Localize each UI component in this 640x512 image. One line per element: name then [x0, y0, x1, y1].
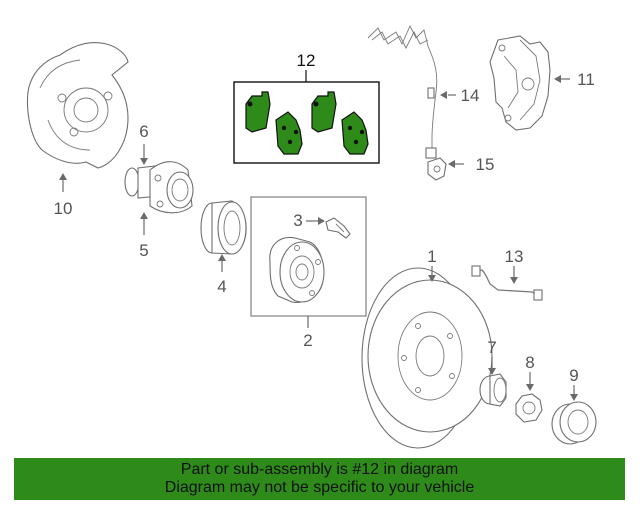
callout-11[interactable]: 11: [577, 70, 595, 89]
leader-arrow-14: [440, 91, 447, 99]
leader-arrow-9: [570, 394, 578, 401]
banner-line-disclaimer: Diagram may not be specific to your vehi…: [164, 479, 475, 496]
leader-arrow-3: [318, 217, 325, 225]
hub-part[interactable]: [124, 161, 194, 214]
callout-6[interactable]: 6: [139, 122, 148, 141]
wheel-bearing-part[interactable]: [479, 373, 507, 407]
wear-sensor-part[interactable]: [427, 157, 447, 181]
info-banner: Part or sub-assembly is #12 in diagram D…: [14, 458, 625, 500]
leader-arrow-1: [428, 275, 436, 282]
callout-4[interactable]: 4: [217, 277, 226, 296]
leader-arrow-6: [140, 158, 148, 165]
dust-shield-part[interactable]: [26, 42, 129, 169]
leader-arrow-8: [526, 384, 534, 391]
callout-12[interactable]: 12: [297, 51, 316, 70]
callout-13[interactable]: 13: [505, 247, 524, 266]
leader-arrow-4: [218, 254, 226, 261]
callout-14[interactable]: 14: [461, 86, 480, 105]
brake-hose-part[interactable]: [471, 265, 543, 301]
hub-bolt-part[interactable]: [325, 217, 351, 239]
caliper-part[interactable]: [489, 35, 551, 131]
grease-cap-part[interactable]: [551, 401, 597, 445]
brake-rotor-part[interactable]: [361, 267, 493, 449]
leader-arrow-11: [554, 75, 561, 83]
leader-arrow-15: [448, 160, 455, 168]
callout-1[interactable]: 1: [427, 247, 436, 266]
callout-7[interactable]: 7: [487, 338, 496, 357]
hub-assembly-part[interactable]: [269, 236, 325, 303]
leader-arrow-13: [510, 277, 518, 284]
lock-nut-part[interactable]: [515, 393, 543, 423]
callout-15[interactable]: 15: [476, 155, 495, 174]
leader-arrow-7: [488, 368, 496, 375]
info-banner-background: [14, 458, 625, 500]
wear-sensor-wire-part[interactable]: [367, 24, 438, 159]
bearing-part[interactable]: [200, 200, 247, 255]
banner-line-part-number: Part or sub-assembly is #12 in diagram: [180, 461, 459, 478]
leader-arrow-5: [140, 212, 148, 219]
callout-8[interactable]: 8: [525, 353, 534, 372]
callout-3[interactable]: 3: [293, 211, 302, 230]
leader-arrow-10: [59, 173, 67, 180]
callout-9[interactable]: 9: [569, 366, 578, 385]
callout-10[interactable]: 10: [54, 199, 73, 218]
callout-5[interactable]: 5: [139, 241, 148, 260]
callout-2[interactable]: 2: [303, 331, 312, 350]
brake-pad-kit-part[interactable]: [245, 91, 369, 155]
